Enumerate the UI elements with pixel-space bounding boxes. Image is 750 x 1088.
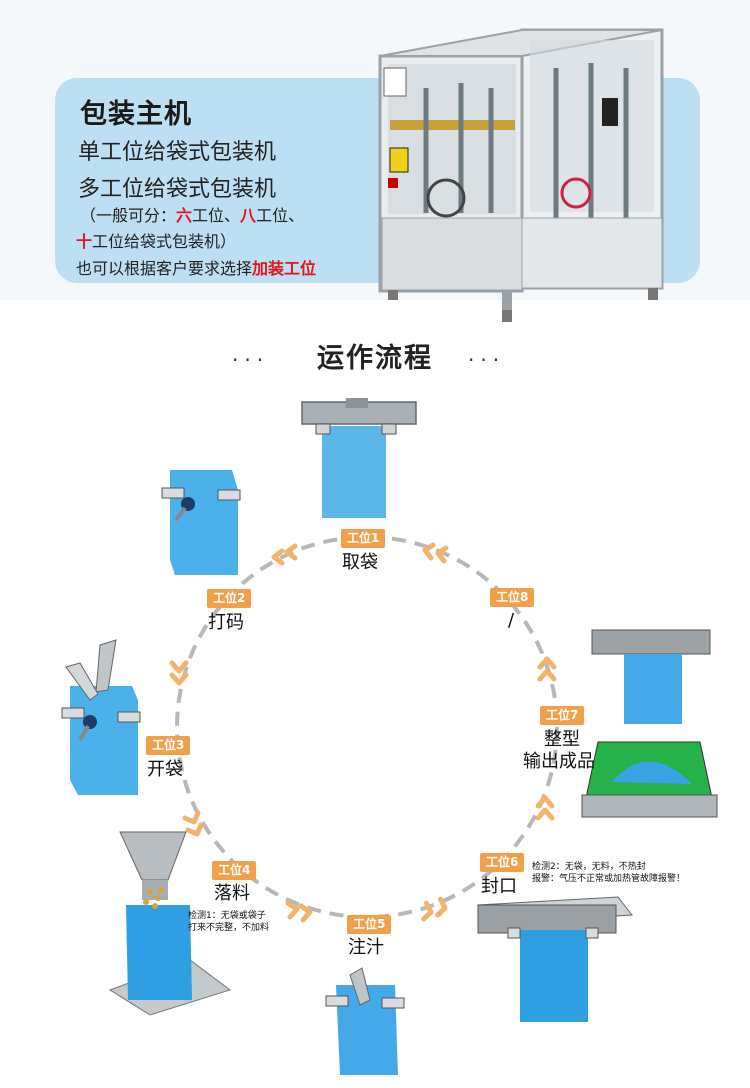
panel-line-options-2: 十工位给袋式包装机）	[76, 228, 236, 252]
arrow-3-4	[182, 810, 204, 837]
packaging-machine-image	[378, 28, 664, 322]
station-4-label: 落料	[214, 883, 250, 904]
options-prefix: （一般可分：	[80, 206, 177, 225]
panel-line-single-station: 单工位给袋式包装机	[78, 140, 277, 165]
detect-2-note: 检测2：无袋，无料，不热封 报警：气压不正常或加热管故障报警！	[532, 861, 685, 885]
detect-1-line-1: 检测1：无袋或袋子	[188, 911, 266, 921]
detect-2-line-2: 报警：气压不正常或加热管故障报警！	[532, 874, 686, 884]
station-3-label: 开袋	[147, 759, 183, 780]
station-7-tag: 工位7	[540, 706, 585, 725]
option-eight: 八	[240, 206, 257, 225]
station-6-label: 封口	[481, 876, 517, 897]
panel-line-custom: 也可以根据客户要求选择加装工位	[76, 255, 316, 279]
station-2-illustration	[161, 470, 241, 575]
station-6-illustration	[477, 896, 633, 1022]
arrow-1-2	[271, 543, 298, 566]
station-7-illustration	[581, 629, 718, 818]
station-4-tag: 工位4	[212, 861, 257, 880]
option-sep-2: 工位、	[256, 206, 305, 225]
arrow-4-5	[285, 900, 313, 923]
station-7-label-2: 输出成品	[523, 751, 595, 772]
station-5-label: 注汁	[348, 937, 384, 958]
panel-line-options: （一般可分：六工位、八工位、	[80, 202, 304, 226]
panel-title: 包装主机	[80, 99, 192, 130]
station-3-illustration	[61, 639, 141, 795]
option-sep-1: 工位、	[192, 206, 241, 225]
title-dots-left: ···	[232, 348, 270, 372]
arrow-5-6	[421, 896, 448, 922]
custom-prefix: 也可以根据客户要求选择	[76, 259, 253, 278]
option-ten: 十	[76, 232, 93, 251]
options-suffix: 工位给袋式包装机）	[92, 232, 237, 251]
station-8-tag: 工位8	[490, 588, 535, 607]
station-1-tag: 工位1	[341, 529, 386, 548]
arrow-6-7	[535, 795, 555, 821]
station-4-illustration	[108, 831, 232, 1016]
station-7-label: 整型	[544, 729, 580, 750]
station-1-label: 取袋	[342, 552, 378, 573]
detect-2-line-1: 检测2：无袋，无料，不热封	[532, 862, 646, 872]
station-5-tag: 工位5	[347, 915, 392, 934]
station-5-illustration	[325, 967, 405, 1075]
station-2-label: 打码	[208, 612, 244, 633]
station-8-label: /	[508, 610, 515, 631]
custom-red: 加装工位	[252, 259, 317, 278]
detect-1-note: 检测1：无袋或袋子 打来不完整，不加料	[188, 910, 269, 934]
station-6-tag: 工位6	[480, 853, 525, 872]
arrow-2-3	[169, 660, 189, 686]
detect-1-line-2: 打来不完整，不加料	[188, 923, 270, 933]
arrow-7-8	[537, 656, 557, 682]
option-six: 六	[176, 206, 193, 225]
station-3-tag: 工位3	[146, 736, 191, 755]
panel-line-multi-station: 多工位给袋式包装机	[78, 177, 277, 202]
arrow-8-1	[422, 542, 449, 564]
title-dots-right: ···	[468, 348, 506, 372]
process-circle	[175, 535, 559, 919]
station-1-illustration	[301, 398, 417, 518]
station-2-tag: 工位2	[207, 589, 252, 608]
section-title: 运作流程	[317, 343, 433, 374]
